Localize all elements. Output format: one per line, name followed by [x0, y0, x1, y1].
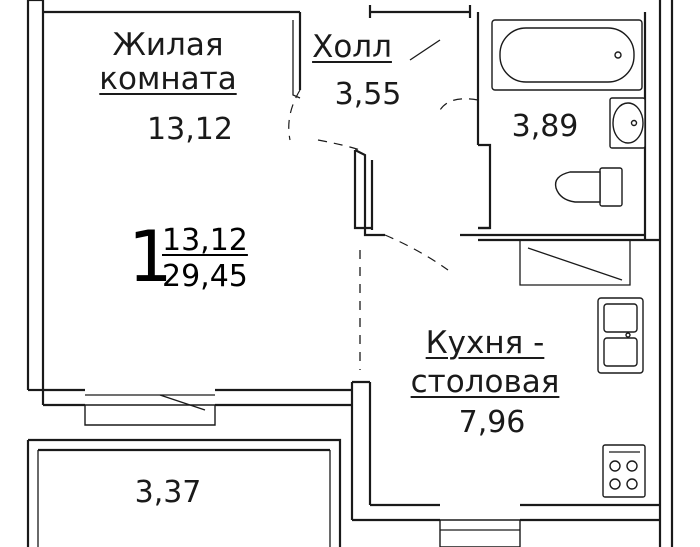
stove-icon — [602, 444, 646, 498]
room-name-line: комната — [99, 61, 237, 97]
room-name-living-room: Жилая комната — [99, 30, 236, 95]
outer-walls — [26, 0, 674, 547]
rooms-count: 1 — [128, 216, 173, 298]
balcony — [26, 388, 352, 547]
room-area-hall: 3,55 — [334, 77, 402, 112]
room-area-balcony: 3,37 — [134, 475, 202, 510]
room-area-kitchen: 7,96 — [458, 405, 526, 440]
kitchen-window — [352, 503, 660, 547]
room-name-hall: Холл — [312, 32, 392, 63]
kitchen-counter — [519, 240, 644, 374]
bathtub-icon — [491, 19, 643, 91]
room-area-bathroom: 3,89 — [511, 109, 579, 144]
room-name-line: столовая — [410, 364, 560, 400]
room-area-living-room: 13,12 — [147, 112, 233, 147]
room-name-kitchen: Кухня - столовая — [411, 328, 560, 398]
toilet-icon — [554, 167, 623, 207]
total-area: 29,45 — [162, 259, 248, 294]
room-name-line: Жилая — [112, 27, 224, 63]
bathroom-sink-icon — [609, 97, 646, 149]
living-area-total: 13,12 — [162, 223, 248, 258]
room-name-line: Кухня - — [425, 325, 545, 361]
room-name-line: Холл — [312, 29, 392, 65]
partition — [350, 149, 385, 520]
doors — [288, 20, 479, 271]
